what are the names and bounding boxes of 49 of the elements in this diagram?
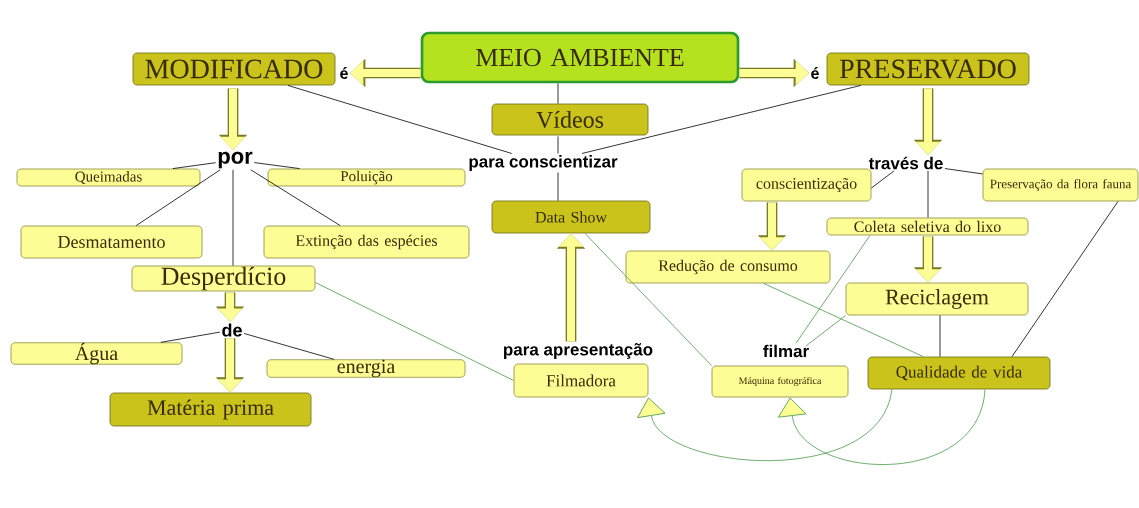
concept-box: Qualidade de vida: [867, 356, 1051, 390]
connector-line: [557, 172, 559, 201]
connector-line: [243, 333, 335, 360]
linking-phrase: filmar: [763, 344, 809, 358]
connector-line: [232, 169, 234, 266]
linking-phrase: é: [340, 67, 348, 79]
connector-line: [871, 170, 895, 189]
linking-phrase: de: [222, 323, 242, 337]
connector-line: [584, 233, 712, 366]
linking-phrase: través de: [868, 156, 943, 170]
concept-box: Filmadora: [513, 363, 649, 398]
connector-line: [927, 170, 929, 218]
connector-line: [287, 85, 513, 154]
connector-line: [805, 315, 846, 347]
connector-line: [581, 85, 862, 154]
connector-line: [795, 235, 871, 344]
connector-line: [939, 315, 941, 357]
title-box: MEIO AMBIENTE: [420, 31, 740, 84]
concept-box: PRESERVADO: [826, 52, 1030, 86]
connector-line: [172, 162, 217, 169]
concept-box: Extinção das espécies: [263, 225, 470, 259]
linking-phrase: é: [811, 67, 819, 79]
concept-box: Data Show: [491, 200, 651, 234]
concept-box: Queimadas: [16, 168, 201, 187]
connector-line: [944, 168, 983, 175]
connector-line: [135, 169, 221, 226]
connector-line: [315, 282, 514, 381]
concept-box: Água: [10, 342, 183, 365]
connector-line: [557, 136, 559, 154]
connector-line: [763, 283, 924, 357]
linking-phrase: para conscientizar: [469, 155, 618, 171]
concept-box: energia: [266, 359, 466, 378]
concept-box: Desperdício: [131, 265, 316, 292]
concept-box: MODIFICADO: [132, 52, 336, 86]
connector-line: [250, 169, 341, 226]
concept-box: Matéria prima: [109, 392, 312, 427]
curved-arrow: [778, 389, 986, 465]
linking-phrase: por: [218, 151, 253, 169]
connector-line: [1011, 201, 1119, 357]
concept-box: Vídeos: [491, 103, 649, 136]
connector-line: [160, 331, 221, 343]
concept-box: Poluição: [267, 168, 466, 187]
linking-phrase: para apresentação: [504, 343, 653, 359]
concept-box: Preservação da flora fauna: [982, 168, 1139, 202]
concept-box: Coleta seletiva do lixo: [826, 217, 1029, 236]
concept-box: Desmatamento: [20, 225, 203, 259]
connector-line: [253, 162, 301, 169]
connector-line: [557, 82, 559, 104]
curved-arrow: [637, 389, 893, 462]
